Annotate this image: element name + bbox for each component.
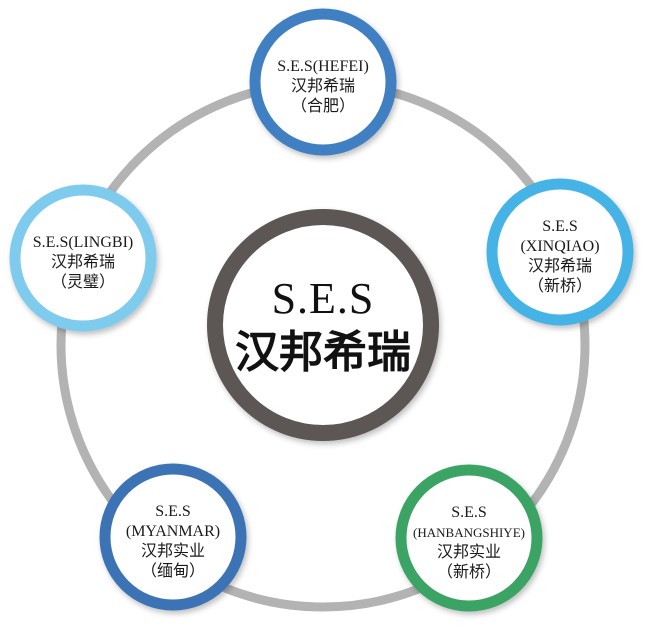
node-hefei-line-3: （合肥）	[291, 97, 355, 115]
node-lingbi: S.E.S(LINGBI) 汉邦希瑞 （灵璧）	[9, 184, 157, 332]
node-myanmar: S.E.S (MYANMAR) 汉邦实业 （缅甸）	[99, 463, 247, 611]
node-myanmar-line-1: S.E.S	[155, 503, 191, 520]
node-lingbi-line-3: （灵璧）	[51, 272, 115, 291]
node-myanmar-line-4: （缅甸）	[141, 562, 205, 580]
node-xinqiao-line-4: （新桥）	[528, 277, 592, 295]
node-lingbi-line-2: 汉邦希瑞	[51, 253, 115, 271]
node-lingbi-line-1: S.E.S(LINGBI)	[33, 234, 133, 251]
node-hanbangshiye-line-4: （新桥）	[437, 563, 501, 581]
node-hanbangshiye: S.E.S (HANBANGSHIYE) 汉邦实业 （新桥）	[395, 464, 543, 612]
node-myanmar-ring	[99, 463, 247, 611]
node-hanbangshiye-ring	[395, 464, 543, 612]
center-node-ring	[207, 209, 439, 441]
center-title-latin: S.E.S	[272, 274, 375, 323]
node-hefei-line-2: 汉邦希瑞	[291, 77, 355, 95]
node-hanbangshiye-line-1: S.E.S	[451, 504, 487, 521]
node-myanmar-line-2: (MYANMAR)	[126, 523, 220, 540]
node-hefei: S.E.S(HEFEI) 汉邦希瑞 （合肥）	[249, 8, 397, 156]
node-lingbi-ring	[9, 184, 157, 332]
node-hanbangshiye-line-2: (HANBANGSHIYE)	[413, 525, 525, 540]
node-xinqiao: S.E.S (XINQIAO) 汉邦希瑞 （新桥）	[486, 178, 634, 326]
center-title-chinese: 汉邦希瑞	[235, 328, 411, 377]
node-hefei-line-1: S.E.S(HEFEI)	[277, 58, 369, 75]
node-xinqiao-line-2: (XINQIAO)	[520, 238, 599, 255]
node-hefei-ring	[249, 8, 397, 156]
node-hanbangshiye-line-3: 汉邦实业	[437, 543, 501, 561]
node-xinqiao-ring	[486, 178, 634, 326]
center-node: S.E.S 汉邦希瑞	[207, 209, 439, 441]
node-myanmar-line-3: 汉邦实业	[141, 542, 205, 560]
node-xinqiao-line-1: S.E.S	[542, 218, 578, 235]
node-xinqiao-line-3: 汉邦希瑞	[528, 257, 592, 275]
